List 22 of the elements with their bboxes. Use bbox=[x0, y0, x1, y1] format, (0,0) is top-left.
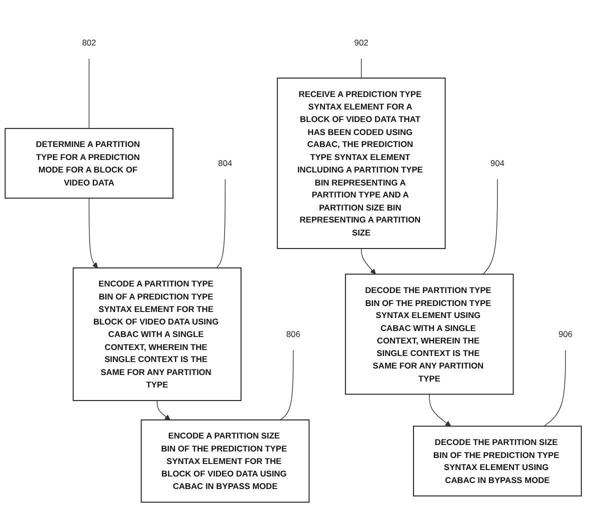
process-box: ENCODE A PARTITION TYPE BIN OF A PREDICTION TYPE SYNTAX ELEMENT FOR THE BLOCK OF VIDEO DATA USING CABAC WITH A SINGLE CONTEXT, WHEREIN THE SINGLE CONTEXT IS THE SAME FOR ANY PARTITION TYPE bbox=[72, 267, 242, 402]
process-box: ENCODE A PARTITION SIZE BIN OF THE PREDICTION TYPE SYNTAX ELEMENT FOR THE BLOCK OF VIDEO DATA USING CABAC IN BYPASS MODE bbox=[140, 419, 310, 503]
leader-line bbox=[280, 350, 294, 420]
arrow bbox=[156, 400, 170, 420]
reference-number: 902 bbox=[354, 38, 368, 48]
process-box: RECEIVE A PREDICTION TYPE SYNTAX ELEMENT FOR A BLOCK OF VIDEO DATA THAT HAS BEEN CODED USING CABAC, THE PREDICTION TYPE SYNTAX ELEMENT INCLUDING A PARTITION TYPE BIN REPRESENTING A PARTITION TYPE AND A PARTITION SIZE BIN REPRESENTING A PARTITION SIZE bbox=[276, 78, 446, 250]
leader-line bbox=[216, 178, 226, 268]
reference-number: 806 bbox=[286, 329, 300, 339]
process-box: DETERMINE A PARTITION TYPE FOR A PREDICTION MODE FOR A BLOCK OF VIDEO DATA bbox=[4, 128, 174, 199]
arrow bbox=[360, 248, 376, 274]
reference-number: 904 bbox=[490, 158, 504, 168]
process-box: DECODE THE PARTITION TYPE BIN OF THE PREDICTION TYPE SYNTAX ELEMENT USING CABAC WITH A SINGLE CONTEXT, WHEREIN THE SINGLE CONTEXT IS THE SAME FOR ANY PARTITION TYPE bbox=[344, 274, 514, 395]
leader-line bbox=[88, 58, 90, 129]
process-box: DECODE THE PARTITION SIZE BIN OF THE PREDICTION TYPE SYNTAX ELEMENT USING CABAC IN BYPASS MODE bbox=[413, 426, 582, 496]
reference-number: 804 bbox=[218, 158, 232, 168]
leader-line bbox=[544, 350, 566, 427]
arrow bbox=[429, 394, 451, 426]
reference-number: 906 bbox=[558, 329, 572, 339]
arrow bbox=[88, 198, 98, 268]
leader-line bbox=[360, 58, 362, 78]
leader-line bbox=[482, 178, 498, 274]
reference-number: 802 bbox=[82, 38, 96, 48]
